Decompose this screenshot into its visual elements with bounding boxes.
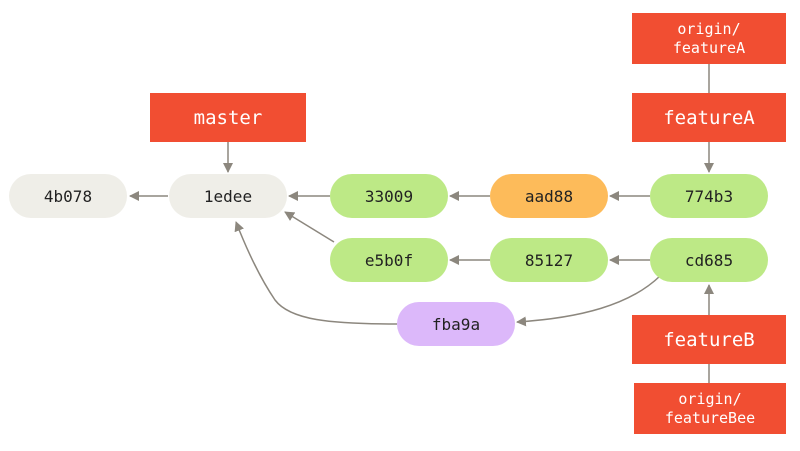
commit-fba9a-id: fba9a [431,314,481,334]
commit-4b078: 4b078 [9,174,127,218]
branch-label-origin-featureA: origin/ featureA [632,13,786,64]
commit-cd685: cd685 [650,238,768,282]
branch-label-featureB-text: featureB [663,328,755,351]
origin-featureA-line2: featureA [672,38,746,57]
commit-fba9a: fba9a [397,302,515,346]
edge-cd685-fba9a [516,275,661,327]
branch-label-origin-featureBee: origin/ featureBee [634,383,786,434]
branch-label-featureA-text: featureA [663,106,755,129]
branch-label-master: master [150,93,306,142]
origin-featureA-line1: origin/ [677,19,741,38]
commit-e5b0f: e5b0f [330,238,448,282]
origin-featureBee-line2: featureBee [664,408,756,427]
commit-33009-id: 33009 [364,186,414,206]
commit-774b3: 774b3 [650,174,768,218]
branch-label-featureA: featureA [632,93,786,142]
branch-label-master-text: master [193,106,263,129]
commit-774b3-id: 774b3 [684,186,734,206]
branch-label-featureB: featureB [632,315,786,364]
commit-85127: 85127 [490,238,608,282]
origin-featureBee-line1: origin/ [678,389,742,408]
commit-aad88: aad88 [490,174,608,218]
edge-fba9a-1edee [234,221,398,325]
commit-e5b0f-id: e5b0f [364,250,414,270]
commit-33009: 33009 [330,174,448,218]
commit-85127-id: 85127 [524,250,574,270]
commit-4b078-id: 4b078 [43,186,93,206]
commit-cd685-id: cd685 [684,250,734,270]
commit-aad88-id: aad88 [524,186,574,206]
commit-1edee-id: 1edee [203,186,253,206]
edge-e5b0f-1edee [284,211,335,243]
commit-1edee: 1edee [169,174,287,218]
